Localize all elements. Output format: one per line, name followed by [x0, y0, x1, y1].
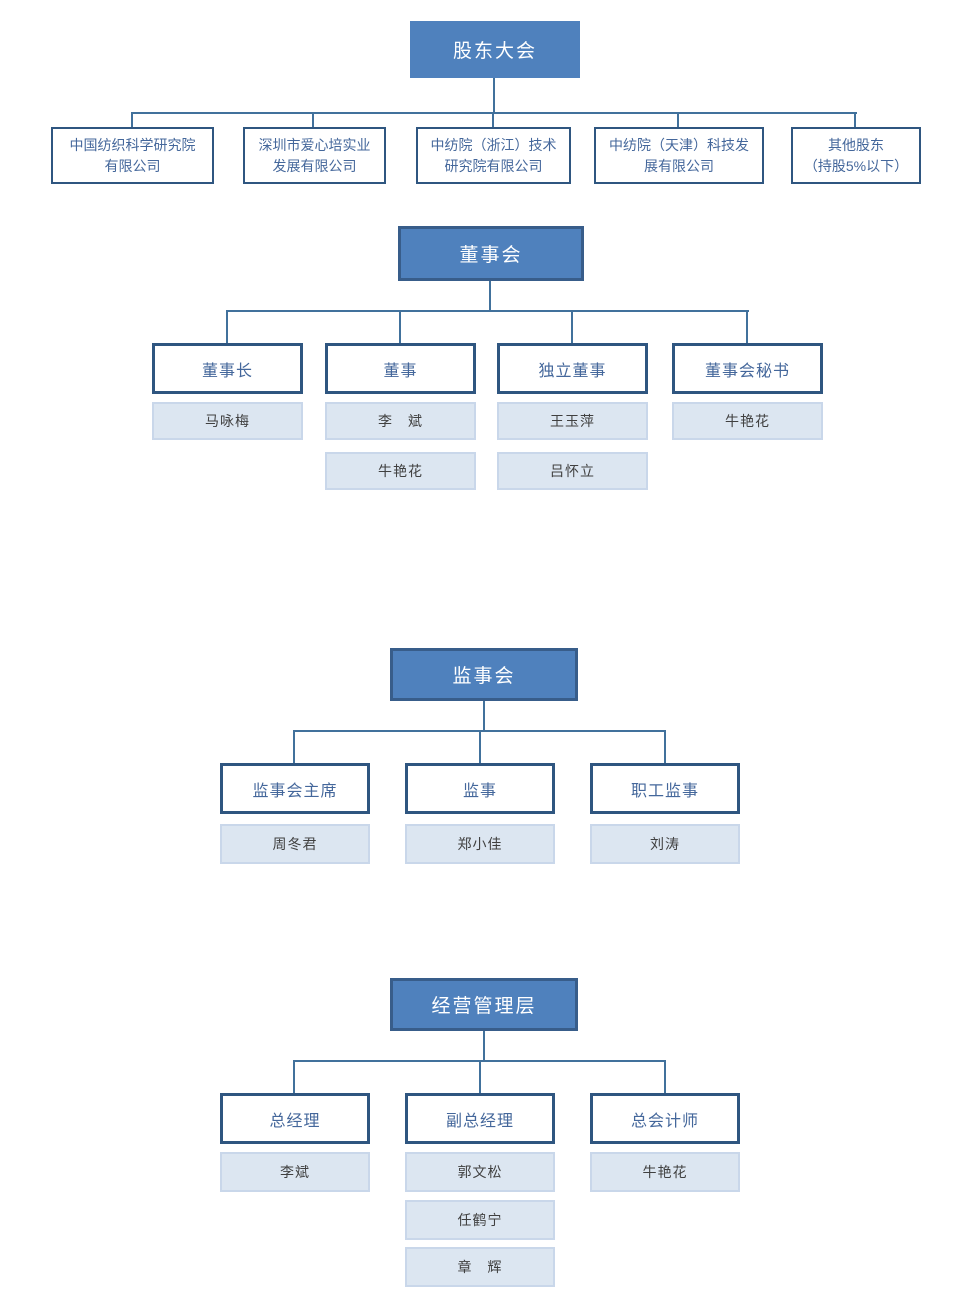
board-box: 董事会 — [398, 226, 584, 281]
shareholder-name-line: 有限公司 — [104, 157, 161, 174]
connector-line — [227, 310, 749, 312]
connector-line — [483, 1031, 485, 1060]
management-box: 经营管理层 — [390, 978, 578, 1031]
member-name-box: 马咏梅 — [152, 402, 303, 440]
shareholder-name-line: 深圳市爱心培实业 — [258, 136, 371, 153]
role-title-box: 董事会秘书 — [672, 343, 823, 394]
role-title-box: 董事长 — [152, 343, 303, 394]
shareholder-box: 中纺院（天津）科技发 展有限公司 — [594, 127, 764, 184]
connector-line — [479, 1060, 481, 1093]
member-name-box: 牛艳花 — [672, 402, 823, 440]
supervisory-box: 监事会 — [390, 648, 578, 701]
shareholder-name-line: 其他股东 — [828, 136, 884, 153]
member-name-box: 周冬君 — [220, 824, 370, 864]
shareholder-box: 中国纺织科学研究院 有限公司 — [51, 127, 214, 184]
connector-line — [312, 112, 314, 127]
connector-line — [664, 730, 666, 763]
connector-line — [489, 281, 491, 310]
connector-line — [493, 78, 495, 112]
member-name-box: 牛艳花 — [590, 1152, 740, 1192]
shareholder-name-line: 中纺院（浙江）技术 — [430, 136, 557, 153]
member-name-box: 吕怀立 — [497, 452, 648, 490]
member-name-box: 牛艳花 — [325, 452, 476, 490]
shareholder-box: 深圳市爱心培实业 发展有限公司 — [243, 127, 386, 184]
member-name-box: 王玉萍 — [497, 402, 648, 440]
member-name-box: 郭文松 — [405, 1152, 555, 1192]
member-name-box: 李 斌 — [325, 402, 476, 440]
connector-line — [226, 310, 228, 343]
connector-line — [492, 112, 494, 127]
connector-line — [571, 310, 573, 343]
member-name-box: 刘涛 — [590, 824, 740, 864]
member-name-box: 郑小佳 — [405, 824, 555, 864]
role-title-box: 独立董事 — [497, 343, 648, 394]
connector-line — [746, 310, 748, 343]
shareholder-name-line: （持股5%以下） — [803, 157, 909, 174]
shareholder-name-line: 研究院有限公司 — [444, 157, 543, 174]
connector-line — [479, 730, 481, 763]
role-title-box: 监事会主席 — [220, 763, 370, 814]
connector-line — [399, 310, 401, 343]
shareholder-box: 中纺院（浙江）技术 研究院有限公司 — [416, 127, 571, 184]
connector-line — [293, 730, 295, 763]
role-title-box: 董事 — [325, 343, 476, 394]
shareholders-meeting-box: 股东大会 — [410, 21, 580, 78]
role-title-box: 职工监事 — [590, 763, 740, 814]
shareholder-name-line: 发展有限公司 — [272, 157, 357, 174]
connector-line — [677, 112, 679, 127]
member-name-box: 李斌 — [220, 1152, 370, 1192]
role-title-box: 总经理 — [220, 1093, 370, 1144]
member-name-box: 任鹤宁 — [405, 1200, 555, 1240]
role-title-box: 副总经理 — [405, 1093, 555, 1144]
role-title-box: 总会计师 — [590, 1093, 740, 1144]
connector-line — [131, 112, 133, 127]
connector-line — [664, 1060, 666, 1093]
connector-line — [483, 701, 485, 730]
shareholder-name-line: 中国纺织科学研究院 — [69, 136, 196, 153]
connector-line — [132, 112, 857, 114]
shareholder-name-line: 中纺院（天津）科技发 — [609, 136, 749, 153]
connector-line — [293, 1060, 295, 1093]
member-name-box: 章 辉 — [405, 1247, 555, 1287]
shareholder-name-line: 展有限公司 — [644, 157, 714, 174]
connector-line — [854, 112, 856, 127]
role-title-box: 监事 — [405, 763, 555, 814]
shareholder-box: 其他股东 （持股5%以下） — [791, 127, 921, 184]
